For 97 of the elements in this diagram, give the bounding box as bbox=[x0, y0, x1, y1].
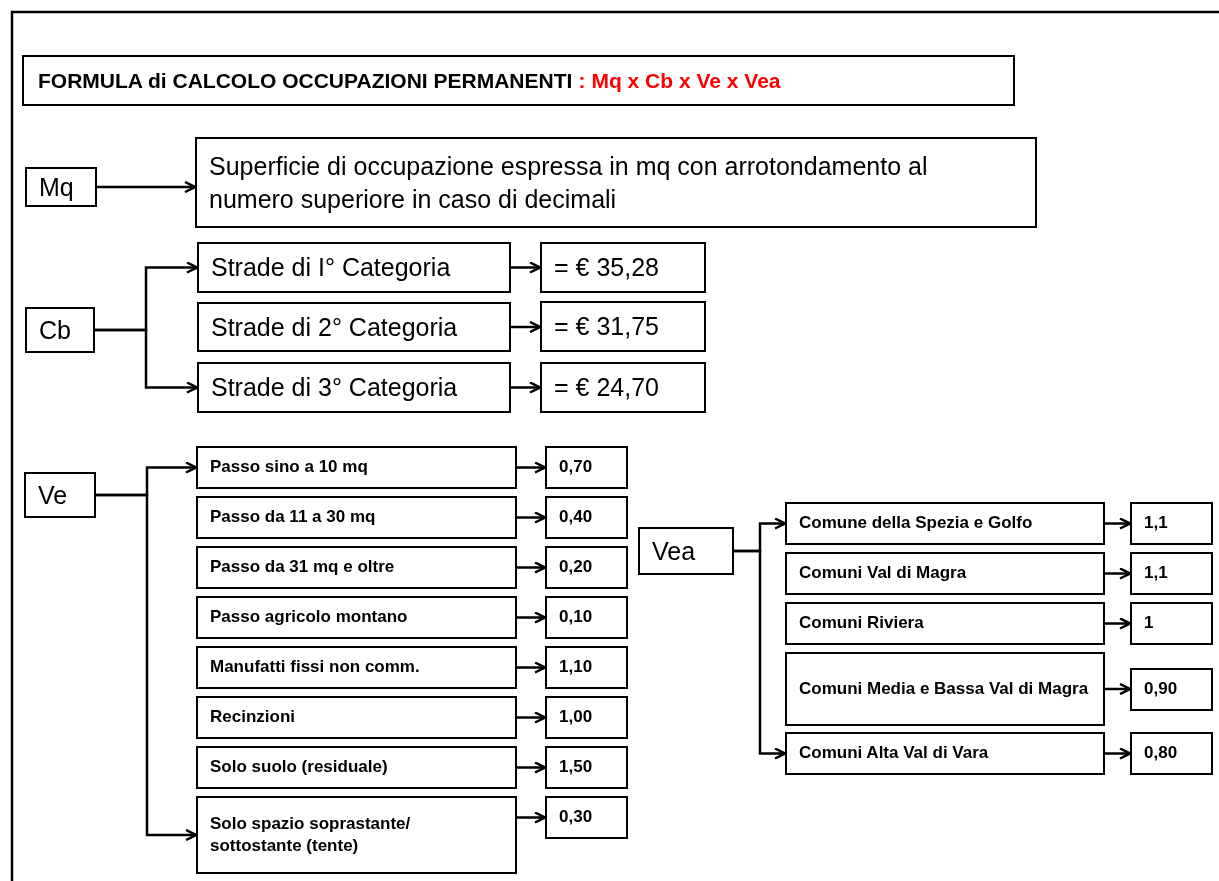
box-label: 1,1 bbox=[1144, 562, 1168, 585]
arrow bbox=[734, 549, 787, 760]
process-box bbox=[196, 646, 517, 689]
box-label: Strade di 2° Categoria bbox=[211, 311, 458, 343]
box-label: = € 24,70 bbox=[554, 372, 659, 404]
box-label: Comuni Val di Magra bbox=[799, 562, 967, 585]
arrow bbox=[517, 511, 547, 524]
box-label: Superficie di occupazione espressa in mq con arrotondamento al numero superiore in caso di decimali bbox=[209, 151, 929, 215]
process-box bbox=[196, 696, 517, 739]
box-label: 0,30 bbox=[559, 806, 593, 829]
box-label: 1,1 bbox=[1144, 512, 1168, 535]
process-box bbox=[785, 502, 1105, 545]
box-label: Comune della Spezia e Golfo bbox=[799, 512, 1033, 535]
process-box bbox=[1130, 502, 1213, 545]
arrow bbox=[1105, 747, 1132, 760]
process-box bbox=[545, 746, 628, 789]
arrow bbox=[517, 761, 547, 774]
process-box bbox=[785, 652, 1105, 726]
process-box bbox=[785, 552, 1105, 595]
process-box bbox=[545, 796, 628, 839]
box-label: 1,50 bbox=[559, 756, 593, 779]
process-box bbox=[545, 596, 628, 639]
box-label: = € 35,28 bbox=[554, 252, 659, 284]
box-label: 0,70 bbox=[559, 456, 593, 479]
process-box bbox=[1130, 552, 1213, 595]
process-box bbox=[195, 137, 1037, 228]
box-label: 1 bbox=[1144, 612, 1154, 635]
process-box bbox=[1130, 668, 1213, 711]
box-label: 0,80 bbox=[1144, 742, 1178, 765]
arrow bbox=[1105, 682, 1132, 696]
box-label: Comuni Riviera bbox=[799, 612, 924, 635]
box-label: 0,40 bbox=[559, 506, 593, 529]
arrow bbox=[1105, 617, 1132, 630]
box-label: Passo sino a 10 mq bbox=[210, 456, 368, 479]
process-box bbox=[540, 242, 706, 293]
box-label: Mq bbox=[39, 172, 74, 202]
box-label: 1,00 bbox=[559, 706, 593, 729]
process-box bbox=[545, 496, 628, 539]
arrow bbox=[511, 320, 542, 334]
box-label: 0,10 bbox=[559, 606, 593, 629]
process-box bbox=[197, 302, 511, 352]
process-box bbox=[545, 696, 628, 739]
box-label: Recinzioni bbox=[210, 706, 295, 729]
box-label: Strade di 3° Categoria bbox=[211, 372, 458, 404]
factor-box bbox=[24, 472, 96, 518]
box-label: Passo da 11 a 30 mq bbox=[210, 506, 376, 529]
box-label: Cb bbox=[39, 315, 71, 345]
process-box bbox=[540, 362, 706, 413]
process-box bbox=[196, 496, 517, 539]
process-box bbox=[197, 362, 511, 413]
arrow bbox=[511, 381, 542, 394]
box-label: Solo spazio soprastante/ sottostante (tente) bbox=[210, 812, 412, 857]
box-label: Comuni Alta Val di Vara bbox=[799, 742, 989, 765]
arrow bbox=[95, 328, 199, 394]
box-label: Passo agricolo montano bbox=[210, 606, 408, 629]
arrow bbox=[1105, 517, 1132, 530]
box-label: 0,90 bbox=[1144, 678, 1178, 701]
title-text: FORMULA di CALCOLO OCCUPAZIONI PERMANENTI bbox=[38, 68, 573, 93]
process-box bbox=[197, 242, 511, 293]
arrow bbox=[97, 180, 197, 194]
box-label: Vea bbox=[652, 536, 696, 566]
box-label: Comuni Media e Bassa Val di Magra bbox=[799, 677, 1089, 700]
process-box bbox=[540, 301, 706, 352]
process-box bbox=[1130, 732, 1213, 775]
process-box bbox=[196, 746, 517, 789]
arrow bbox=[96, 493, 198, 842]
arrow bbox=[517, 711, 547, 724]
arrow bbox=[517, 461, 547, 474]
process-box bbox=[196, 596, 517, 639]
arrow bbox=[517, 611, 547, 624]
factor-box bbox=[25, 307, 95, 353]
box-label: Ve bbox=[38, 480, 68, 510]
formula-text: : Mq x Cb x Ve x Vea bbox=[578, 68, 781, 93]
box-label: 1,10 bbox=[559, 656, 593, 679]
process-box bbox=[545, 546, 628, 589]
box-label: Strade di I° Categoria bbox=[211, 252, 451, 284]
process-box bbox=[785, 602, 1105, 645]
factor-box bbox=[25, 167, 97, 207]
process-box bbox=[1130, 602, 1213, 645]
arrow bbox=[517, 661, 547, 674]
process-box bbox=[545, 646, 628, 689]
arrow bbox=[517, 561, 547, 574]
process-box bbox=[785, 732, 1105, 775]
process-box bbox=[196, 546, 517, 589]
box-label: Solo suolo (residuale) bbox=[210, 756, 388, 779]
arrow bbox=[1105, 567, 1132, 580]
box-label: Passo da 31 mq e oltre bbox=[210, 556, 395, 579]
process-box bbox=[196, 796, 517, 874]
process-box bbox=[196, 446, 517, 489]
arrow bbox=[517, 811, 547, 824]
process-box bbox=[545, 446, 628, 489]
arrow bbox=[511, 261, 542, 274]
box-label: = € 31,75 bbox=[554, 311, 659, 343]
box-label: Manufatti fissi non comm. bbox=[210, 656, 420, 679]
title-box bbox=[22, 55, 1015, 106]
factor-box bbox=[638, 527, 734, 575]
box-label: 0,20 bbox=[559, 556, 593, 579]
